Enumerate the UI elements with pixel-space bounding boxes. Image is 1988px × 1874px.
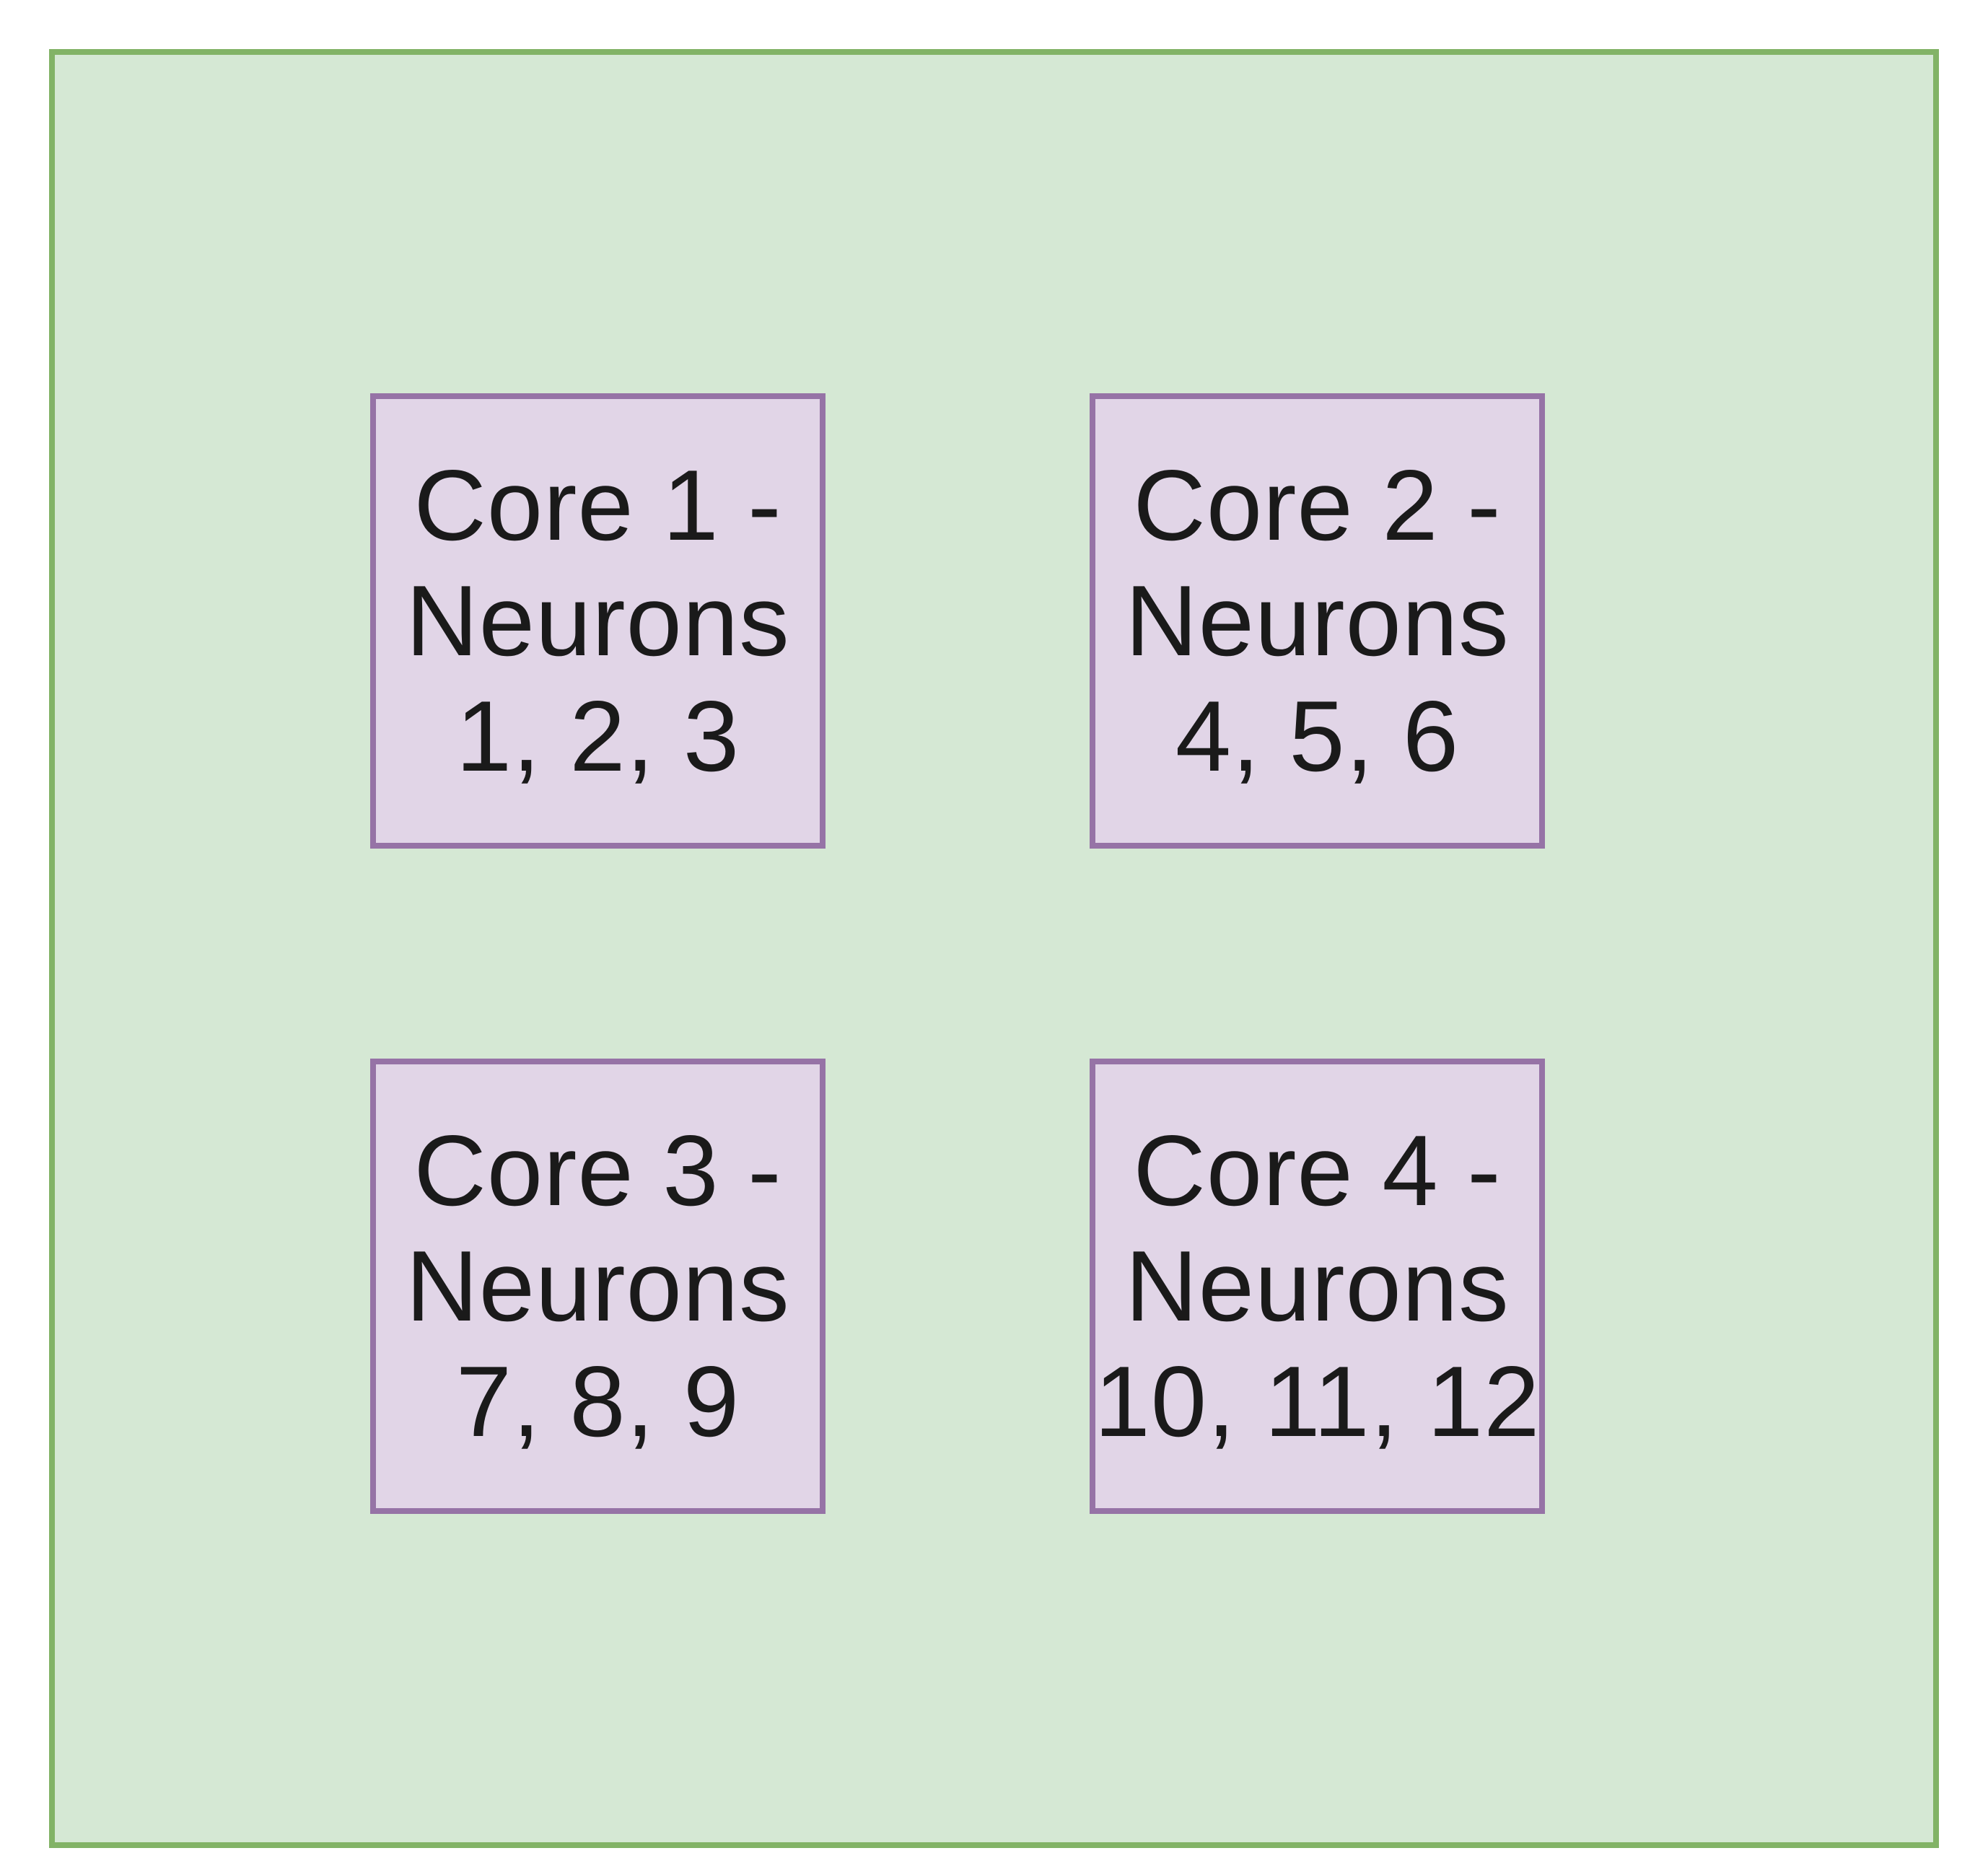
core-3-title: Core 3 - [413,1114,782,1227]
core-4-label: Core 4 - Neurons 10, 11, 12 [1095,1113,1541,1460]
core-4-neurons-word: Neurons [1125,1230,1510,1342]
core-3-neurons-word: Neurons [406,1230,790,1342]
core-2-neuron-ids: 4, 5, 6 [1175,680,1460,792]
core-3-label: Core 3 - Neurons 7, 8, 9 [406,1113,789,1460]
core-3-neuron-ids: 7, 8, 9 [455,1345,740,1458]
core-2-box: Core 2 - Neurons 4, 5, 6 [1090,393,1545,849]
core-4-neuron-ids: 10, 11, 12 [1094,1345,1541,1458]
core-1-label: Core 1 - Neurons 1, 2, 3 [406,448,789,794]
core-1-neuron-ids: 1, 2, 3 [455,680,740,792]
core-2-title: Core 2 - [1133,449,1502,561]
chip-container: Core 1 - Neurons 1, 2, 3 Core 2 - Neuron… [49,49,1939,1848]
core-4-title: Core 4 - [1133,1114,1502,1227]
core-2-neurons-word: Neurons [1125,564,1510,677]
core-1-box: Core 1 - Neurons 1, 2, 3 [370,393,826,849]
core-2-label: Core 2 - Neurons 4, 5, 6 [1125,448,1509,794]
core-1-title: Core 1 - [413,449,782,561]
core-4-box: Core 4 - Neurons 10, 11, 12 [1090,1059,1545,1514]
core-3-box: Core 3 - Neurons 7, 8, 9 [370,1059,826,1514]
core-1-neurons-word: Neurons [406,564,790,677]
